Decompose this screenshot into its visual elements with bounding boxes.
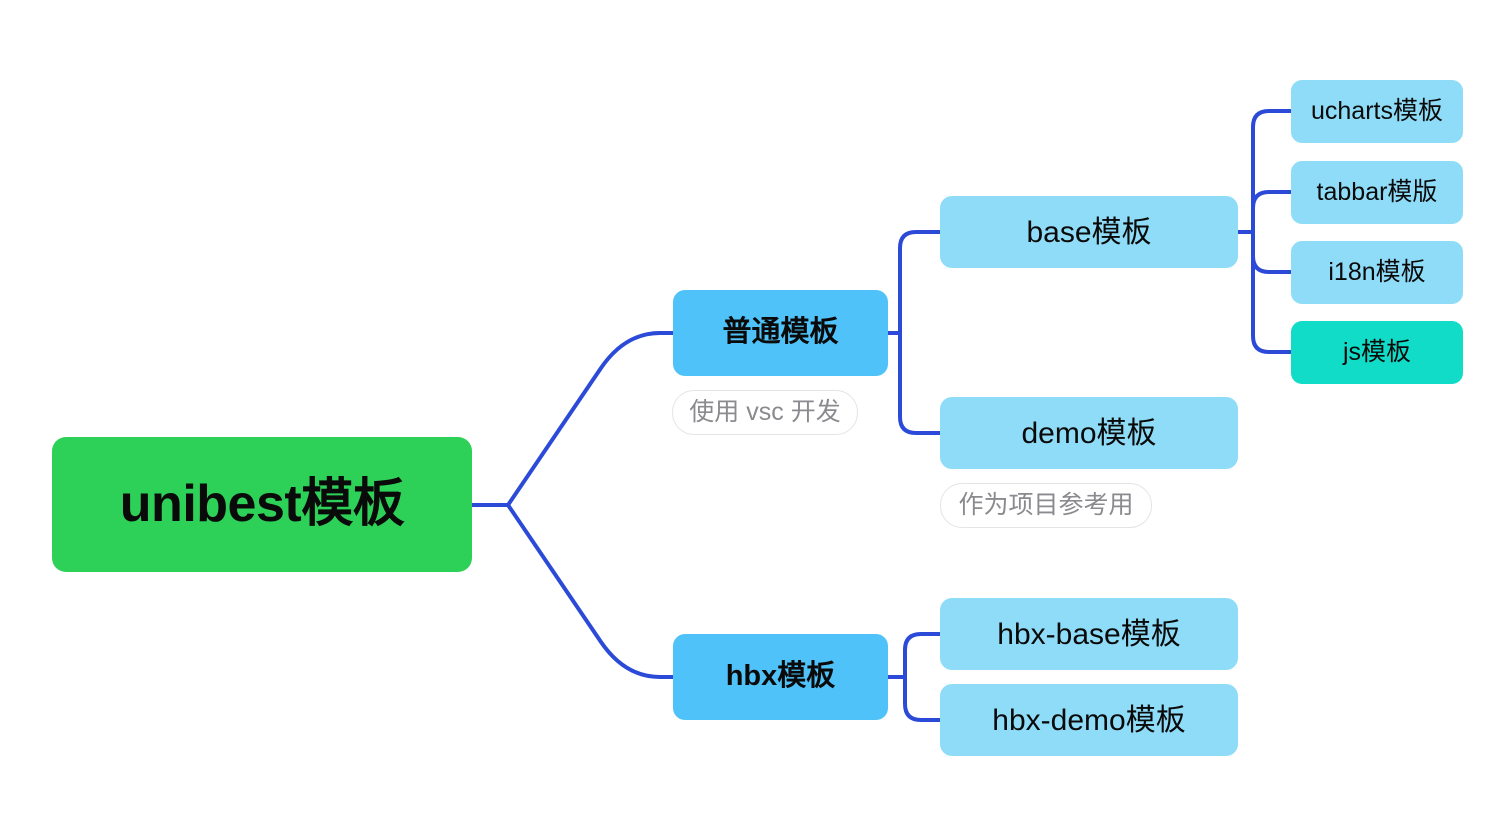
node-i18n-template[interactable]: i18n模板 xyxy=(1291,241,1463,304)
node-demo-template[interactable]: demo模板 xyxy=(940,397,1238,469)
node-js-template[interactable]: js模板 xyxy=(1291,321,1463,384)
node-i18n-template-label: i18n模板 xyxy=(1328,257,1426,286)
node-hbx-template[interactable]: hbx模板 xyxy=(673,634,888,720)
edge-base-to-i18n xyxy=(1251,230,1293,274)
edge-root-to-hbx xyxy=(506,503,675,679)
node-ucharts-template[interactable]: ucharts模板 xyxy=(1291,80,1463,143)
node-hbx-demo-template[interactable]: hbx-demo模板 xyxy=(940,684,1238,756)
node-base-template-label: base模板 xyxy=(1026,215,1152,249)
node-root[interactable]: unibest模板 xyxy=(52,437,472,572)
node-hbx-base-template-label: hbx-base模板 xyxy=(997,617,1181,651)
note-demo-template-text: 作为项目参考用 xyxy=(958,491,1134,519)
note-normal-template-text: 使用 vsc 开发 xyxy=(689,398,841,426)
note-demo-template: 作为项目参考用 xyxy=(940,483,1152,528)
node-normal-template-label: 普通模板 xyxy=(722,316,839,349)
edge-root-to-normal xyxy=(506,331,675,507)
node-tabbar-template[interactable]: tabbar模版 xyxy=(1291,161,1463,224)
edge-normal-to-demo xyxy=(898,331,942,435)
node-hbx-base-template[interactable]: hbx-base模板 xyxy=(940,598,1238,670)
edge-hbx-to-hbxdemo xyxy=(903,675,942,722)
node-demo-template-label: demo模板 xyxy=(1021,416,1157,450)
node-js-template-label: js模板 xyxy=(1342,337,1412,366)
edge-base-to-ucharts xyxy=(1251,109,1293,234)
node-ucharts-template-label: ucharts模板 xyxy=(1311,96,1443,125)
edge-normal-to-base xyxy=(898,230,942,335)
node-hbx-template-label: hbx模板 xyxy=(725,660,836,693)
node-root-label: unibest模板 xyxy=(119,474,405,533)
node-base-template[interactable]: base模板 xyxy=(940,196,1238,268)
edge-base-to-tabbar xyxy=(1251,190,1293,234)
edge-hbx-to-hbxbase xyxy=(903,632,942,679)
node-hbx-demo-template-label: hbx-demo模板 xyxy=(992,703,1186,737)
note-normal-template: 使用 vsc 开发 xyxy=(672,390,858,435)
node-tabbar-template-label: tabbar模版 xyxy=(1316,177,1438,206)
node-normal-template[interactable]: 普通模板 xyxy=(673,290,888,376)
edge-base-to-js xyxy=(1251,230,1293,354)
